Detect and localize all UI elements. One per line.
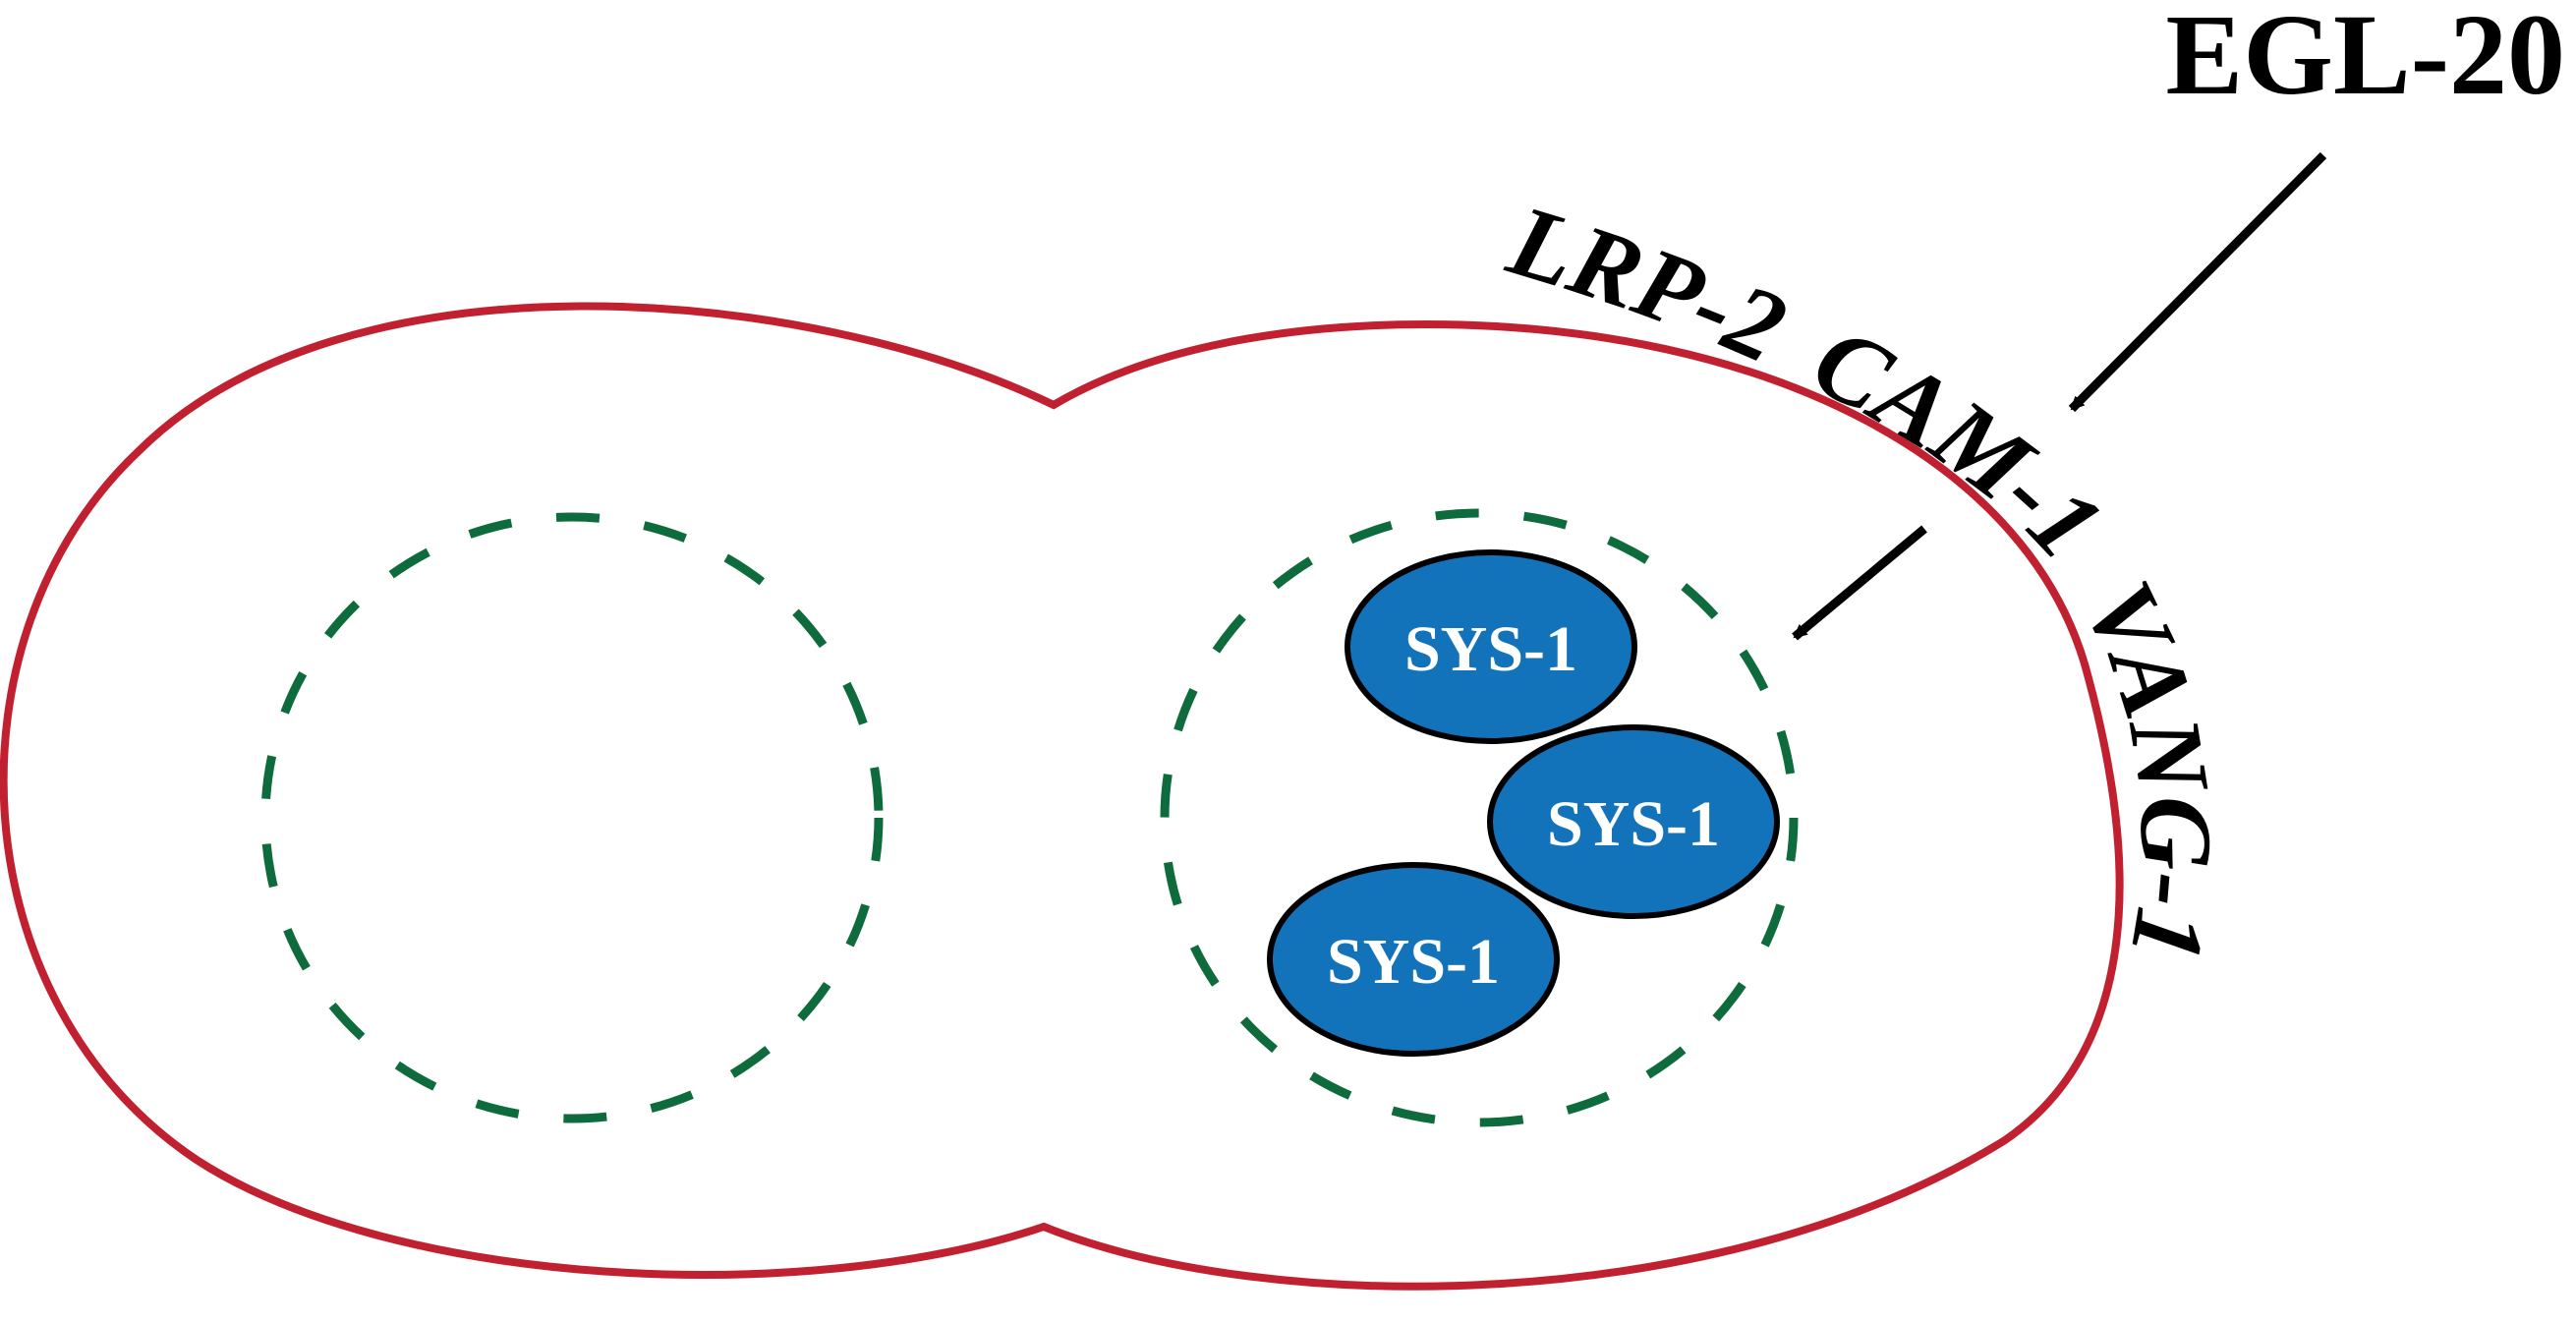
cell-membrane: [0, 302, 2124, 1291]
sys-1-protein-bottom: SYS-1: [1267, 862, 1560, 1057]
sys-1-protein-top: SYS-1: [1345, 549, 1637, 744]
signal-arrow: [1792, 525, 1927, 641]
nucleus-left: [260, 512, 884, 1123]
sys-1-label-middle: SYS-1: [1547, 788, 1720, 860]
vang-1-label: VANG-1: [2062, 564, 2233, 969]
sys-1-label-bottom: SYS-1: [1327, 926, 1500, 998]
lrp-2-label: LRP-2: [1496, 183, 1801, 384]
sys-1-label-top: SYS-1: [1404, 613, 1577, 685]
sys-1-protein-middle: SYS-1: [1487, 724, 1780, 919]
nucleus-right: [1160, 508, 1799, 1127]
cam-1-label: CAM-1: [1796, 304, 2124, 581]
egl-20-label: EGL-20: [2166, 0, 2566, 119]
egl-20-arrow: [2068, 151, 2327, 413]
